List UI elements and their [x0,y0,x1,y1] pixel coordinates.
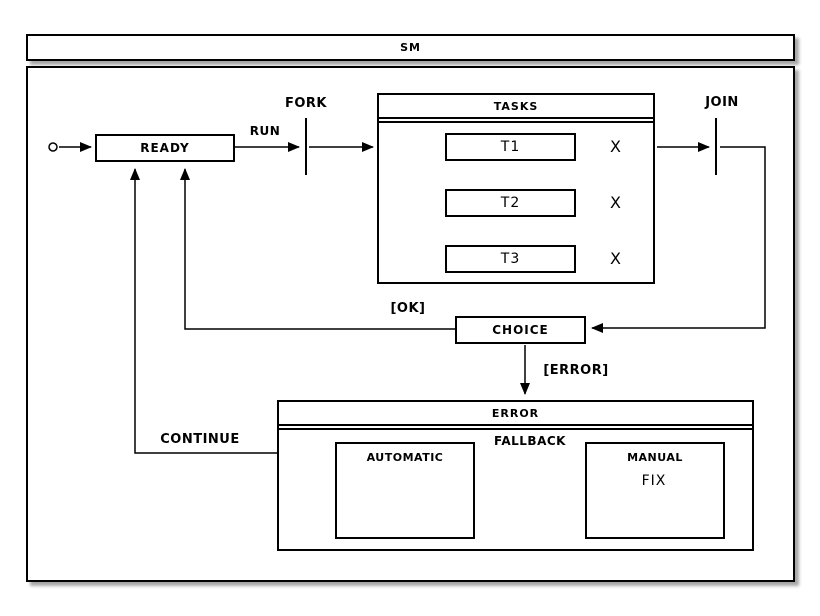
state-ready: READY [95,134,235,162]
tasks-title: TASKS [379,95,653,119]
transition-label-ok: [OK] [390,301,426,316]
state-manual-label: MANUAL [627,451,683,464]
state-manual: MANUAL [585,442,725,539]
state-t3-label: T3 [500,251,521,267]
state-choice: CHOICE [455,316,586,344]
transition-label-fork: FORK [284,96,327,111]
state-automatic: AUTOMATIC [335,442,475,539]
final-state-x: X [610,137,621,156]
error-title: ERROR [279,402,752,426]
state-choice-label: CHOICE [492,323,549,337]
state-t1: T1 [445,133,576,161]
state-t2: T2 [445,189,576,217]
state-automatic-label: AUTOMATIC [366,451,444,464]
final-state-x: X [610,193,621,212]
diagram-title: SM [400,41,421,54]
transition-label-join: JOIN [705,95,739,110]
transition-label-run: RUN [249,124,281,138]
diagram-title-bar: SM [26,34,795,61]
transition-label-fix: FIX [641,473,667,489]
transition-label-fallback: FALLBACK [494,434,566,448]
transition-label-continue: CONTINUE [160,432,240,447]
final-state-x: X [610,249,621,268]
state-t1-label: T1 [500,139,521,155]
tasks-title-underline [379,121,653,123]
state-t3: T3 [445,245,576,273]
state-ready-label: READY [140,141,190,155]
transition-label-error: [ERROR] [543,363,609,378]
error-title-underline [279,428,752,430]
state-t2-label: T2 [500,195,521,211]
